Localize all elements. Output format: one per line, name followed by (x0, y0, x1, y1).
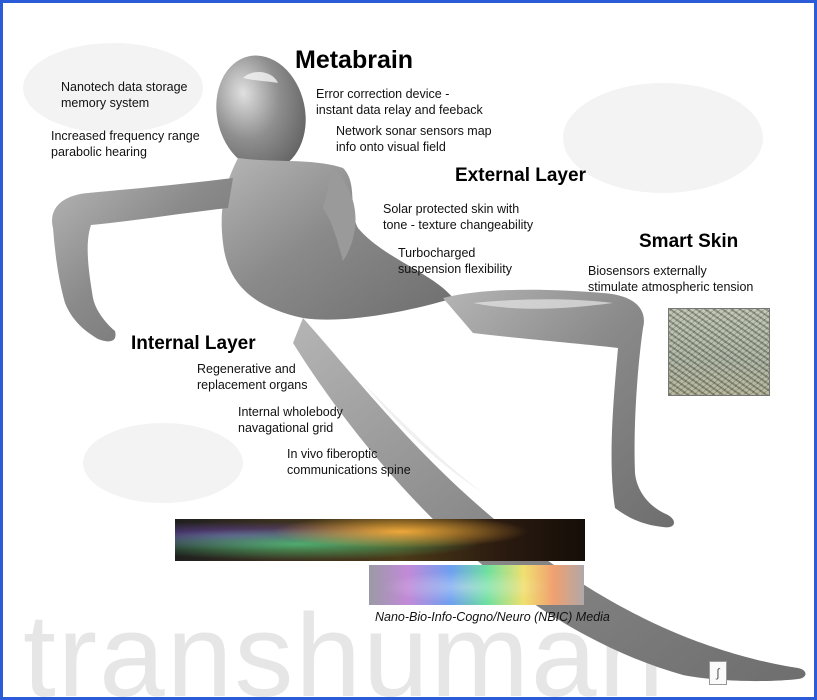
figure-arm (52, 178, 233, 341)
label-hearing: Increased frequency range parabolic hear… (51, 128, 200, 160)
heading-smart-skin: Smart Skin (639, 231, 738, 253)
label-biosensors: Biosensors externally stimulate atmosphe… (588, 263, 753, 295)
skin-texture-swatch (668, 308, 770, 396)
label-grid: Internal wholebody navagational grid (238, 404, 343, 436)
nbic-caption: Nano-Bio-Info-Cogno/Neuro (NBIC) Media (375, 610, 610, 624)
label-suspension: Turbocharged suspension flexibility (398, 245, 512, 277)
figure-leg (443, 290, 674, 528)
nbic-media-strip-spectrum (369, 565, 584, 605)
label-organs: Regenerative and replacement organs (197, 361, 307, 393)
heading-external-layer: External Layer (455, 165, 586, 187)
label-solar-skin: Solar protected skin with tone - texture… (383, 201, 533, 233)
nbic-media-strip-dark (175, 519, 585, 561)
heading-internal-layer: Internal Layer (131, 333, 256, 355)
label-nanotech: Nanotech data storage memory system (61, 79, 187, 111)
signature-logo: ∫ (709, 661, 727, 685)
label-sonar: Network sonar sensors map info onto visu… (336, 123, 492, 155)
label-error-correction: Error correction device - instant data r… (316, 86, 483, 118)
label-spine: In vivo fiberoptic communications spine (287, 446, 411, 478)
heading-metabrain: Metabrain (295, 46, 413, 75)
